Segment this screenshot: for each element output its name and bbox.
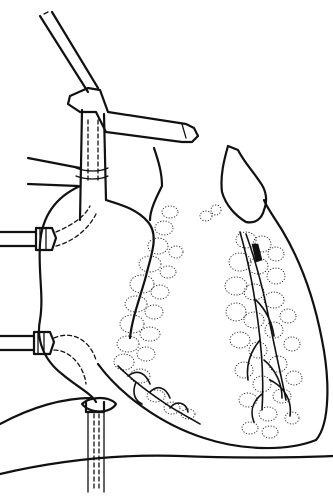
coronary-vessels-left (118, 366, 200, 424)
fatty-tissue-left (114, 205, 221, 419)
superior-vena-cava (28, 110, 108, 220)
inferior-vena-cava-tube (0, 398, 333, 492)
coronary-vessels-right (240, 232, 290, 422)
aortic-cannula (40, 12, 198, 142)
ventricle-outline (98, 146, 327, 448)
